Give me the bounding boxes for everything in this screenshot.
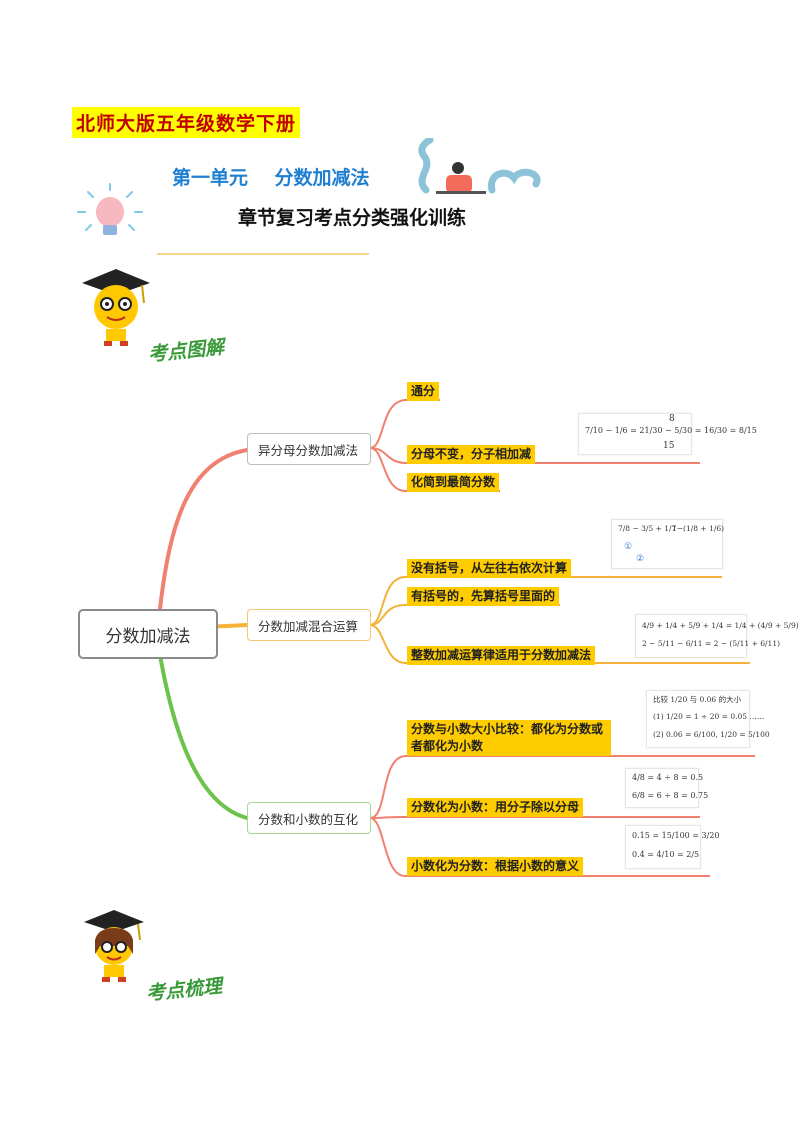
leaf-fraction-to-decimal: 分数化为小数：用分子除以分母 (407, 798, 584, 817)
title-underline (157, 253, 369, 255)
example-4-line3: (2) 0.06 = 6/100, 1/20 = 5/100 (653, 730, 770, 739)
leaf-integer-laws: 整数加减运算律适用于分数加减法 (407, 646, 596, 665)
example-box-5: 4/8 = 4 ÷ 8 = 0.5 6/8 = 6 ÷ 8 = 0.75 (625, 768, 708, 808)
example-box-3: 4/9 + 1/4 + 5/9 + 1/4 = 1/4 + (4/9 + 5/9… (635, 614, 799, 658)
example-2-right: 1−(1/8 + 1/6) (672, 524, 725, 533)
example-4-line2: (1) 1/20 = 1 ÷ 20 = 0.05 …… (653, 712, 765, 721)
leaf-common-denominator: 通分 (407, 382, 440, 401)
girl-graduate-mascot-icon (84, 910, 144, 982)
unit-title: 第一单元 分数加减法 (172, 167, 370, 189)
example-box-4: 比较 1/20 与 0.06 的大小 (1) 1/20 = 1 ÷ 20 = 0… (646, 690, 770, 748)
example-2-step2: ② (636, 554, 645, 564)
leaf-compare-fraction-decimal: 分数与小数大小比较：都化为分数或者都化为小数 (407, 720, 611, 756)
example-box-6: 0.15 = 15/100 = 3/20 0.4 = 4/10 = 2/5 (625, 825, 720, 869)
example-box-2: 7/8 − 3/5 + 1/7 1−(1/8 + 1/6) ① ② (611, 519, 725, 569)
leaf-no-brackets: 没有括号，从左往右依次计算 (407, 559, 572, 578)
branch-node-3: 分数和小数的互化 (247, 802, 371, 834)
example-box-1: 8 7/10 − 1/6 = 21/30 − 5/30 = 16/30 = 8/… (578, 413, 757, 455)
example-3-line1: 4/9 + 1/4 + 5/9 + 1/4 = 1/4 + (4/9 + 5/9… (642, 621, 799, 630)
example-2-step1: ① (624, 542, 633, 552)
example-5-line1: 4/8 = 4 ÷ 8 = 0.5 (632, 773, 704, 782)
mindmap-root: 分数加减法 (78, 609, 218, 659)
leaf-decimal-to-fraction: 小数化为分数：根据小数的意义 (407, 857, 584, 876)
lightbulb-icon (77, 183, 143, 235)
example-1-top: 8 (669, 414, 675, 424)
person-desk-icon (418, 138, 541, 194)
branch-node-1: 异分母分数加减法 (247, 433, 371, 465)
example-2-left: 7/8 − 3/5 + 1/7 (618, 524, 677, 533)
example-6-line1: 0.15 = 15/100 = 3/20 (632, 831, 720, 840)
book-title: 北师大版五年级数学下册 (72, 107, 301, 138)
example-6-line2: 0.4 = 4/10 = 2/5 (632, 850, 700, 859)
example-4-line1: 比较 1/20 与 0.06 的大小 (653, 695, 742, 704)
example-5-line2: 6/8 = 6 ÷ 8 = 0.75 (632, 791, 709, 800)
leaf-simplify: 化简到最简分数 (407, 473, 500, 492)
example-1-main: 7/10 − 1/6 = 21/30 − 5/30 = 16/30 = 8/15 (585, 426, 757, 435)
leaf-denominator-unchanged: 分母不变，分子相加减 (407, 445, 536, 464)
graduate-mascot-icon (82, 269, 150, 346)
example-3-line2: 2 − 5/11 − 6/11 = 2 − (5/11 + 6/11) (642, 639, 781, 648)
chapter-title: 章节复习考点分类强化训练 (238, 207, 467, 229)
leaf-brackets-first: 有括号的，先算括号里面的 (407, 587, 560, 606)
example-1-bottom: 15 (663, 441, 675, 451)
branch-node-2: 分数加减混合运算 (247, 609, 371, 641)
